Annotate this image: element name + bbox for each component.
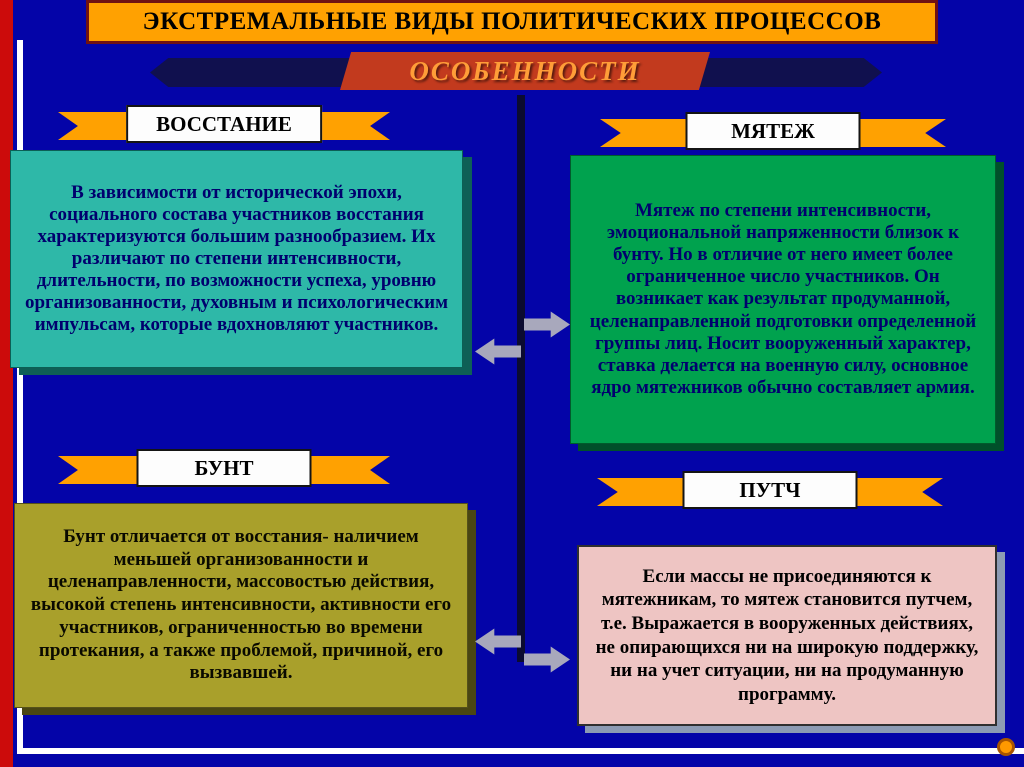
center-divider-line [517, 95, 525, 662]
ribbon-vosstanie: ВОССТАНИЕ [58, 103, 390, 147]
ribbon-putch: ПУТЧ [597, 469, 943, 513]
right-arrow-icon [524, 311, 570, 338]
textbox-vosstanie-text: В зависимости от исторической эпохи, соц… [24, 181, 449, 336]
ribbon-label-bunt: БУНТ [136, 449, 312, 487]
textbox-putch: Если массы не присоединяются к мятежника… [577, 545, 997, 726]
left-red-stripe [0, 0, 13, 767]
left-arrow-icon [475, 628, 521, 655]
subtitle-banner: ОСОБЕННОСТИ [340, 52, 710, 90]
textbox-myatezh: Мятеж по степени интенсивности, эмоциона… [570, 155, 996, 444]
left-arrow-icon [475, 338, 521, 365]
textbox-putch-text: Если массы не присоединяются к мятежника… [595, 565, 979, 705]
orange-dot-icon [997, 738, 1015, 756]
ribbon-myatezh: МЯТЕЖ [600, 110, 946, 154]
right-arrow-icon [524, 646, 570, 673]
ribbon-label-putch: ПУТЧ [682, 471, 858, 509]
ribbon-label-myatezh: МЯТЕЖ [685, 112, 861, 150]
ribbon-bunt: БУНТ [58, 447, 390, 491]
textbox-myatezh-text: Мятеж по степени интенсивности, эмоциона… [589, 199, 977, 399]
slide-title: ЭКСТРЕМАЛЬНЫЕ ВИДЫ ПОЛИТИЧЕСКИХ ПРОЦЕССО… [142, 8, 882, 35]
slide-title-banner: ЭКСТРЕМАЛЬНЫЕ ВИДЫ ПОЛИТИЧЕСКИХ ПРОЦЕССО… [86, 0, 938, 44]
bottom-white-line [17, 748, 1024, 754]
textbox-bunt-text: Бунт отличается от восстания- наличием м… [30, 525, 452, 684]
textbox-bunt: Бунт отличается от восстания- наличием м… [14, 503, 468, 708]
subtitle-text: ОСОБЕННОСТИ [409, 55, 641, 86]
left-white-line [17, 40, 23, 752]
textbox-vosstanie: В зависимости от исторической эпохи, соц… [10, 150, 463, 368]
ribbon-label-vosstanie: ВОССТАНИЕ [126, 105, 322, 143]
